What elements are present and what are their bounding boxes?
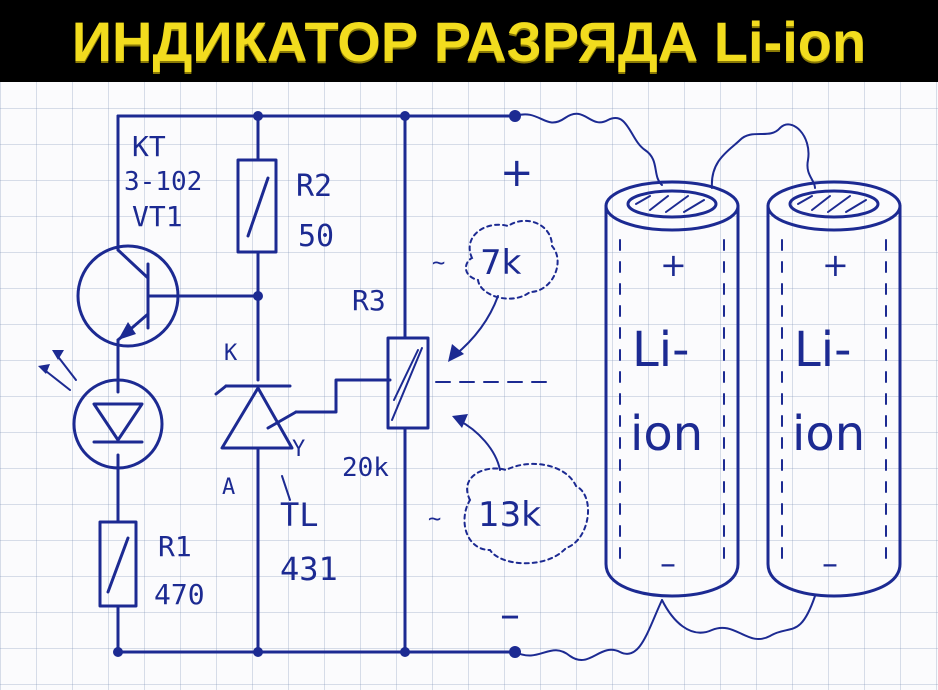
tl431-label-model: 431 bbox=[280, 550, 338, 588]
wire-control bbox=[294, 378, 392, 414]
resistor-r3-value: 20k bbox=[342, 453, 389, 483]
led bbox=[38, 350, 164, 470]
tl431-pin-y: Y bbox=[292, 437, 305, 462]
battery-2-label-ion: ion bbox=[792, 406, 865, 462]
resistor-r3-name: R3 bbox=[352, 284, 386, 317]
resistor-r1-body bbox=[98, 520, 138, 608]
transistor-label-model: 3-102 bbox=[124, 167, 202, 197]
circuit-schematic: KT 3-102 VT1 R1 470 R2 50 bbox=[38, 110, 902, 661]
transistor-label-kt: KT bbox=[132, 130, 166, 163]
junction-dot bbox=[253, 291, 263, 301]
tl431-pin-k: K bbox=[224, 341, 238, 366]
junction-dot bbox=[509, 110, 521, 122]
battery-1-minus: – bbox=[660, 544, 676, 582]
lead-battery-link-top bbox=[710, 123, 816, 189]
led-light-ray bbox=[55, 353, 77, 381]
potentiometer-r3: R3 20k ~ 7k ~ 13k bbox=[342, 219, 590, 565]
lower-part-pointer bbox=[457, 419, 501, 471]
junction-dot bbox=[253, 111, 263, 121]
transistor-vt1: KT 3-102 VT1 bbox=[76, 130, 202, 348]
battery-1-top bbox=[604, 180, 740, 232]
upper-part-arrowhead bbox=[448, 344, 464, 362]
battery-2-terminal bbox=[788, 189, 880, 219]
led-triangle bbox=[92, 402, 144, 442]
tl431-leader bbox=[281, 475, 291, 501]
battery-1-label-li: Li- bbox=[632, 322, 689, 378]
tl431-cathode-bend bbox=[214, 384, 228, 396]
resistor-r3-hatching bbox=[391, 347, 423, 421]
resistor-r1-name: R1 bbox=[158, 530, 192, 563]
terminal-plus: + bbox=[500, 150, 534, 196]
resistor-r1-slash bbox=[106, 536, 130, 594]
resistor-r2: R2 50 bbox=[236, 158, 334, 254]
tl431: K A Y TL 431 bbox=[214, 341, 338, 588]
battery-2-terminal-shade bbox=[797, 195, 867, 213]
lead-negative bbox=[514, 599, 663, 661]
led-ray-arrowhead bbox=[52, 350, 64, 360]
junction-dot bbox=[113, 647, 123, 657]
battery-1-label-ion: ion bbox=[630, 406, 703, 462]
upper-part-pointer bbox=[453, 295, 499, 357]
junction-dot bbox=[253, 647, 263, 657]
lower-part-tilde: ~ bbox=[428, 507, 441, 532]
battery-2-body bbox=[766, 204, 902, 598]
tl431-ref-lead bbox=[266, 410, 298, 430]
junction-dot bbox=[509, 646, 521, 658]
terminal-minus: – bbox=[500, 592, 520, 638]
battery-2-minus: – bbox=[822, 544, 838, 582]
junction-dot bbox=[400, 111, 410, 121]
resistor-r3-body bbox=[386, 336, 430, 430]
battery-1-body bbox=[604, 204, 740, 598]
battery-2: + Li- ion – bbox=[766, 180, 902, 598]
resistor-r1-value: 470 bbox=[154, 578, 205, 611]
upper-part-value: 7k bbox=[480, 243, 522, 283]
transistor-emitter-arrow bbox=[118, 322, 136, 340]
battery-1-terminal bbox=[626, 189, 718, 219]
battery-1-plus: + bbox=[660, 246, 687, 284]
resistor-r3-hatching bbox=[393, 349, 419, 401]
junction-dot bbox=[400, 647, 410, 657]
led-ray-arrowhead bbox=[38, 364, 50, 374]
battery-1: + Li- ion – bbox=[604, 180, 740, 598]
tl431-pin-a: A bbox=[222, 475, 235, 500]
resistor-r2-value: 50 bbox=[298, 219, 334, 254]
page-title: ИНДИКАТОР РАЗРЯДА Li-ion bbox=[71, 9, 867, 73]
lower-part-arrowhead bbox=[452, 414, 468, 428]
lead-battery-link-bottom bbox=[661, 595, 816, 641]
battery-1-terminal-shade bbox=[635, 195, 705, 213]
transistor-label-ref: VT1 bbox=[132, 200, 183, 233]
tl431-triangle bbox=[220, 386, 294, 450]
resistor-r2-name: R2 bbox=[296, 169, 332, 204]
led-body bbox=[72, 378, 164, 470]
tl431-label-tl: TL bbox=[280, 496, 319, 534]
upper-part-bubble bbox=[465, 219, 559, 300]
upper-part-tilde: ~ bbox=[432, 251, 445, 276]
battery-2-top bbox=[766, 180, 902, 232]
lower-part-value: 13k bbox=[478, 495, 541, 535]
lead-positive bbox=[514, 112, 663, 186]
resistor-r2-body bbox=[236, 158, 278, 254]
resistor-r2-slash bbox=[246, 176, 270, 238]
title-banner: ИНДИКАТОР РАЗРЯДА Li-ion bbox=[0, 0, 938, 82]
lower-part-bubble bbox=[463, 463, 590, 565]
battery-2-label-li: Li- bbox=[794, 322, 851, 378]
wires bbox=[116, 112, 816, 661]
battery-2-plus: + bbox=[822, 246, 849, 284]
junctions bbox=[113, 110, 521, 658]
resistor-r1: R1 470 bbox=[98, 520, 205, 611]
transistor-collector bbox=[116, 248, 150, 280]
